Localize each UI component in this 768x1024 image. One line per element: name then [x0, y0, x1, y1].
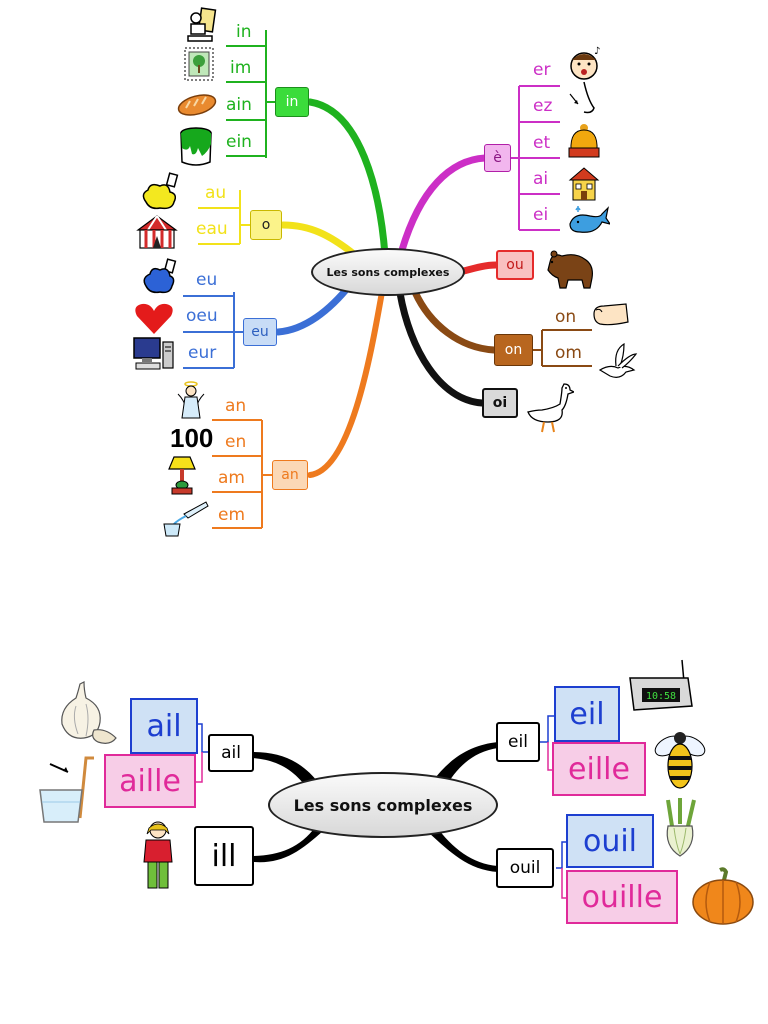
word-ein: ein [226, 132, 252, 152]
hundred-text: 100 [170, 423, 213, 451]
hat-icon [568, 124, 600, 158]
node-e: è [484, 144, 511, 172]
branch-o [279, 221, 359, 259]
word-box-ouil: ouil [566, 814, 654, 868]
word-en: en [225, 432, 247, 452]
goose-icon [527, 383, 574, 433]
node-in: in [275, 87, 309, 117]
word-box-ouille: ouille [566, 870, 678, 924]
fennel-icon [666, 798, 696, 857]
map1-central-title: Les sons complexes [326, 265, 450, 279]
node-an: an [272, 460, 308, 490]
map1-central-node: Les sons complexes [311, 248, 465, 296]
node-on: on [494, 334, 533, 366]
singing-face-icon: ♪ [570, 46, 600, 80]
straw-glass-icon [39, 756, 94, 823]
word-au: au [205, 183, 227, 203]
map2-central-node: Les sons complexes [268, 772, 498, 838]
word-ain: ain [226, 95, 252, 115]
word-in: in [236, 22, 252, 42]
nose-icon [569, 81, 595, 114]
word-oeu: oeu [186, 306, 218, 326]
word-eau: eau [196, 219, 228, 239]
circus-tent-icon [136, 215, 178, 249]
lamp-icon [168, 456, 196, 495]
toy-figure-icon [187, 7, 217, 42]
word-ez: ez [533, 96, 553, 116]
word-om: om [555, 343, 582, 363]
node-eil: eil [496, 722, 540, 762]
branch-oi [396, 289, 486, 407]
map2-central-title: Les sons complexes [293, 795, 473, 815]
word-eu: eu [196, 270, 218, 290]
word-em: em [218, 505, 246, 525]
finger-icon [593, 303, 629, 326]
garlic-icon [61, 681, 117, 744]
node-ou: ou [496, 250, 534, 280]
bear-icon [547, 250, 593, 289]
branch-eu [274, 281, 354, 336]
word-eur: eur [188, 343, 217, 363]
bee-icon [654, 732, 706, 789]
paint-pot-icon [180, 127, 212, 166]
whale-icon [569, 206, 610, 233]
pumpkin-icon [692, 867, 754, 925]
bread-icon [177, 94, 217, 116]
word-box-aille: aille [104, 754, 196, 808]
node-oi: oi [482, 388, 518, 418]
node-eu: eu [243, 318, 277, 346]
word-box-eille: eille [552, 742, 646, 796]
branch-on [411, 288, 498, 354]
word-box-eil: eil [554, 686, 620, 742]
word-box-ail: ail [130, 698, 198, 754]
smoke-icon [143, 258, 177, 294]
girl-icon [143, 821, 173, 889]
word-ai: ai [533, 169, 549, 189]
node-o: o [250, 210, 282, 240]
hundred-icon: 100 [170, 423, 213, 451]
node-ail: ail [208, 734, 254, 772]
house-icon [568, 167, 600, 201]
branch-e [398, 154, 489, 254]
branch-an [307, 289, 385, 478]
word-ei: ei [533, 205, 549, 225]
clock-display: 10:58 [646, 691, 676, 702]
word-er: er [533, 60, 551, 80]
stamp-icon [184, 47, 214, 81]
glass-pour-icon [163, 501, 209, 537]
computer-icon [133, 337, 174, 370]
angel-icon [177, 381, 205, 419]
word-an: an [225, 396, 247, 416]
branch-in [306, 98, 389, 259]
node-ouil: ouil [496, 848, 554, 888]
word-on: on [555, 307, 577, 327]
word-im: im [230, 58, 252, 78]
svg-text:♪: ♪ [594, 46, 600, 57]
node-ill: ill [194, 826, 254, 886]
dove-icon [598, 342, 638, 378]
word-et: et [533, 133, 551, 153]
heart-icon [135, 303, 173, 334]
smoke-icon [142, 172, 179, 210]
word-am: am [218, 468, 245, 488]
alarm-clock-icon: 10:58 [629, 659, 693, 711]
